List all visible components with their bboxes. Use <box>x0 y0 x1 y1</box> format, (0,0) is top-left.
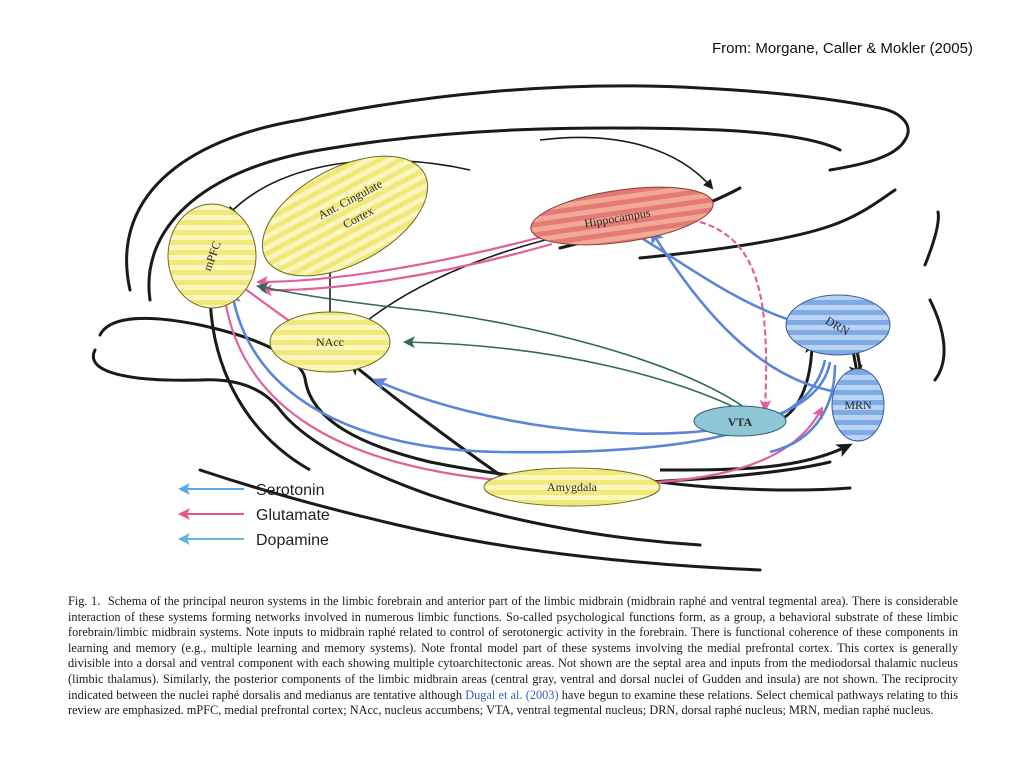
node-ant-cingulate: Ant. Cingulate Cortex <box>261 155 429 277</box>
figure-caption: Fig. 1. Schema of the principal neuron s… <box>68 594 958 719</box>
pathways-dopamine <box>256 282 749 411</box>
glutamate-hippocampus-to-mpfc-2 <box>260 242 553 297</box>
node-nacc: NAcc <box>269 311 391 373</box>
caption-reference-link[interactable]: Dugal et al. (2003) <box>465 687 559 702</box>
ventral-contour-2 <box>658 480 852 492</box>
dopamine-vta-to-mpfc <box>256 282 749 411</box>
node-hippocampus: Hippocampus <box>530 186 714 246</box>
serotonin-mrn-to-hippocampus <box>650 229 839 394</box>
vta-label: VTA <box>728 415 753 429</box>
olfactory-tract <box>91 348 702 547</box>
brain-outer-contour <box>125 84 910 292</box>
serotonin-to-drn-ascending <box>769 364 837 454</box>
serotonin-to-nacc <box>372 361 832 435</box>
pathway-cortex-to-hippocampus <box>539 136 714 190</box>
brainstem-upper <box>638 188 897 260</box>
legend: Serotonin Glutamate Dopamine <box>178 482 330 549</box>
legend-item-glutamate: Glutamate <box>178 507 330 524</box>
dopamine-vta-to-nacc <box>403 336 741 411</box>
nacc-label: NAcc <box>316 335 344 349</box>
pathways-serotonin <box>226 228 839 454</box>
glutamate-hippocampus-to-mpfc <box>256 230 561 288</box>
legend-label-glutamate: Glutamate <box>256 507 330 524</box>
caption-text-part2: have begun to examine these relations. S… <box>68 687 958 718</box>
caption-text-part1: Schema of the principal neuron systems i… <box>68 594 959 702</box>
figure-label: Fig. 1. <box>68 594 101 608</box>
posterior-contour <box>923 210 940 267</box>
brain-inner-contour <box>147 126 842 302</box>
serotonin-drn-to-hippocampus <box>625 228 791 322</box>
legend-label-dopamine: Dopamine <box>256 532 329 549</box>
posterior-contour-2 <box>928 298 946 382</box>
node-drn: DRN <box>785 294 891 356</box>
glutamate-hippocampus-to-vta <box>699 220 772 412</box>
mrn-label: MRN <box>844 398 872 412</box>
pathway-to-mpfc-from-ventral <box>203 287 311 472</box>
node-amygdala: Amygdala <box>483 467 661 507</box>
ventral-contour <box>198 468 762 572</box>
node-vta: VTA <box>693 405 787 437</box>
node-mpfc: mPFC <box>167 203 257 309</box>
node-mrn: MRN <box>831 368 885 442</box>
pathway-amygdala-to-nacc <box>347 360 501 477</box>
legend-label-serotonin: Serotonin <box>256 482 325 499</box>
amygdala-label: Amygdala <box>547 480 598 494</box>
legend-item-dopamine: Dopamine <box>178 532 329 549</box>
pathway-vta-to-drn <box>779 337 819 422</box>
pathway-cortex-to-mpfc <box>226 159 471 217</box>
limbic-schema-diagram: mPFC Ant. Cingulate Cortex Hippocampus N… <box>91 84 946 572</box>
attribution-text: From: Morgane, Caller & Mokler (2005) <box>712 40 973 57</box>
legend-item-serotonin: Serotonin <box>178 482 325 499</box>
pathway-to-mrn-from-ventral <box>659 443 853 472</box>
